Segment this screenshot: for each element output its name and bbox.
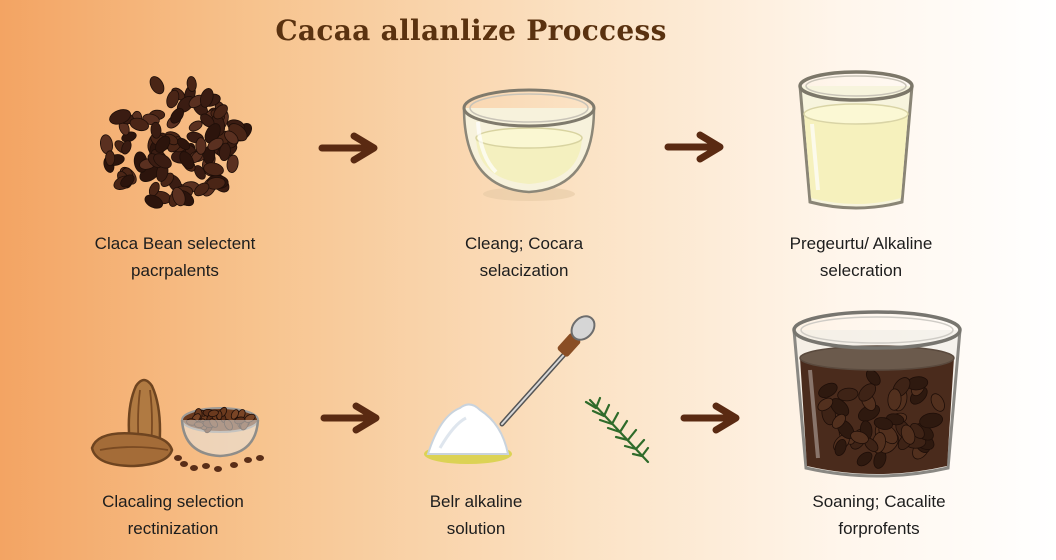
glass-bowl-icon [462, 88, 596, 201]
alkaline-powder-icon [424, 315, 650, 464]
step-caption: Claca Bean selectent pacrpalents [60, 230, 290, 284]
caption-line: solution [446, 519, 506, 538]
step-caption: Soaning; Cacalite forprofents [764, 488, 994, 542]
caption-line: Pregeurtu/ Alkaline [789, 234, 933, 253]
arrow-right-icon [680, 402, 740, 434]
cocoa-pods-bowl-icon [90, 378, 264, 472]
caption-line: Cleang; Cocara [464, 234, 584, 253]
arrow-right-icon [320, 402, 380, 434]
caption-line: forprofents [838, 519, 920, 538]
step-caption: Belr alkaline solution [376, 488, 576, 542]
arrow-right-icon [318, 132, 378, 164]
step-caption: Pregeurtu/ Alkaline selecration [746, 230, 976, 284]
caption-line: selacization [479, 261, 569, 280]
caption-line: Belr alkaline [429, 492, 523, 511]
caption-line: Claca‌ling selection [102, 492, 244, 511]
diagram-title: Cacaa allanlize Proccess [275, 14, 667, 47]
arrow-right-icon [664, 131, 724, 163]
step-caption: Cleang; Cocara selacization [404, 230, 644, 284]
caption-line: rectinization [127, 519, 219, 538]
cocoa-beans-pile-icon [100, 76, 253, 209]
step-caption: Claca‌ling selection rectinization [58, 488, 288, 542]
caption-line: Soaning; Cacalite [812, 492, 946, 511]
liquid-glass-icon [798, 70, 914, 210]
caption-line: selecration [819, 261, 903, 280]
caption-line: pacrpalents [131, 261, 219, 280]
soaking-cup-icon [792, 310, 962, 478]
caption-line: Claca Bean selectent [94, 234, 256, 253]
